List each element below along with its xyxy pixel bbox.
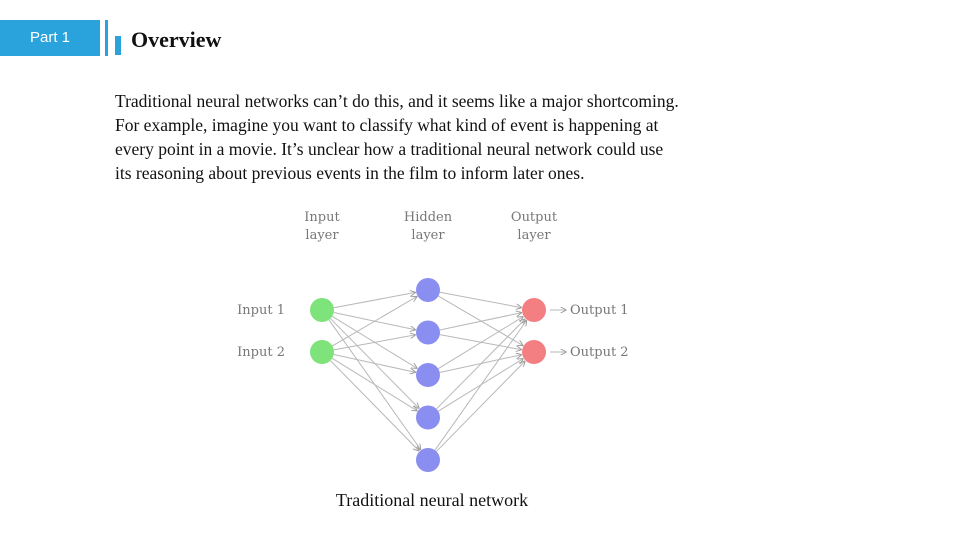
output-node <box>522 340 546 364</box>
hidden-node <box>416 405 440 430</box>
hidden-node <box>416 448 440 472</box>
connection-arrow <box>437 317 523 370</box>
input-node <box>310 298 334 322</box>
hidden-layer-label: layer <box>411 228 445 243</box>
hidden-layer-label: Hidden <box>404 210 453 225</box>
paragraph-line: its reasoning about previous events in t… <box>115 163 585 183</box>
paragraph-line: every point in a movie. It’s unclear how… <box>115 139 664 159</box>
output-label: Output 2 <box>570 345 629 360</box>
input-node <box>310 340 334 364</box>
connection-arrow <box>332 297 416 347</box>
figure-caption: Traditional neural network <box>335 490 529 510</box>
part-label: Part 1 <box>29 28 71 46</box>
connection-arrow <box>436 319 524 410</box>
paragraph-line: Traditional neural networks can’t do thi… <box>115 91 679 111</box>
output-node <box>522 298 546 322</box>
body-paragraph: Traditional neural networks can’t do thi… <box>115 89 815 185</box>
part-tab: Part 1 <box>0 20 100 56</box>
connection-arrow <box>439 291 521 307</box>
hidden-node <box>416 320 440 345</box>
connection-arrow <box>333 292 415 309</box>
connection-arrow <box>434 321 527 451</box>
input-layer-label: layer <box>305 228 339 243</box>
hidden-node <box>416 278 440 302</box>
output-layer-label: layer <box>517 228 551 243</box>
output-label: Output 1 <box>570 303 629 318</box>
input-label: Input 1 <box>237 303 285 318</box>
connection-arrow <box>330 360 418 451</box>
input-label: Input 2 <box>237 345 285 360</box>
connection-arrow <box>438 295 522 345</box>
output-layer-label: Output <box>511 210 558 225</box>
connection-arrow <box>439 313 522 331</box>
connection-arrow <box>333 354 416 373</box>
paragraph-line: For example, imagine you want to classif… <box>115 115 659 135</box>
connection-arrow <box>331 357 417 410</box>
slide-title: Overview <box>131 27 222 52</box>
accent-bar-thin <box>105 20 108 56</box>
input-layer-label: Input <box>304 210 340 225</box>
hidden-node <box>416 363 440 387</box>
accent-bar-thick <box>115 36 121 55</box>
connection-arrow <box>436 361 524 452</box>
connection-arrow <box>333 335 415 351</box>
